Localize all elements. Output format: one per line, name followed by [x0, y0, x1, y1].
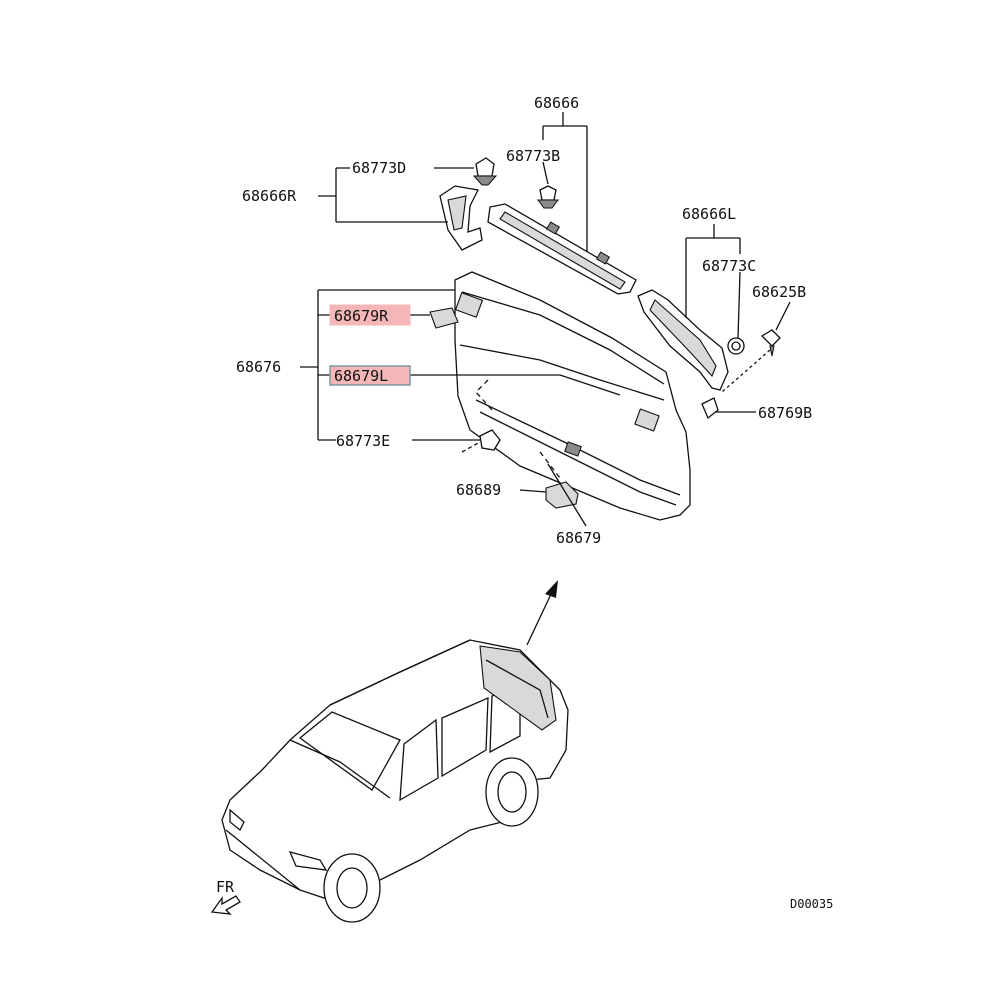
label-68666r: 68666R	[242, 187, 297, 205]
label-68679r: 68679R	[334, 307, 389, 325]
label-68773b: 68773B	[506, 147, 560, 165]
clip-68769b	[701, 397, 719, 420]
label-68773c: 68773C	[702, 257, 756, 275]
label-68666: 68666	[534, 94, 579, 112]
label-68773e: 68773E	[336, 432, 390, 450]
clip-68773d	[472, 157, 498, 186]
clip-68773c	[727, 337, 745, 355]
label-68769b: 68769B	[758, 404, 812, 422]
pillar-trim-68666l	[637, 289, 729, 391]
upper-trim-68666	[487, 203, 637, 295]
clip-68773b	[537, 185, 559, 209]
label-68679: 68679	[556, 529, 601, 547]
pad-68689	[545, 481, 579, 509]
sticker-68679r	[429, 307, 459, 329]
vehicle-illustration	[221, 639, 569, 923]
label-68676: 68676	[236, 358, 281, 376]
highlight-68679r	[329, 304, 411, 326]
label-68773d: 68773D	[352, 159, 406, 177]
label-fr: FR	[216, 878, 235, 896]
front-direction-arrow-icon	[210, 895, 241, 915]
screw-68625b	[760, 329, 781, 357]
tailgate-trim-panel-68676	[454, 271, 691, 521]
detail-arrow-icon	[526, 580, 558, 646]
label-68679l: 68679L	[334, 367, 388, 385]
highlight-68679l	[329, 365, 411, 386]
leader-lines	[300, 112, 791, 527]
drawing-code: D00035	[790, 897, 833, 911]
label-68625b: 68625B	[752, 283, 806, 301]
label-68666l: 68666L	[682, 205, 736, 223]
label-68689: 68689	[456, 481, 501, 499]
pillar-trim-68666r	[439, 185, 483, 251]
clip-68773e	[461, 429, 501, 453]
